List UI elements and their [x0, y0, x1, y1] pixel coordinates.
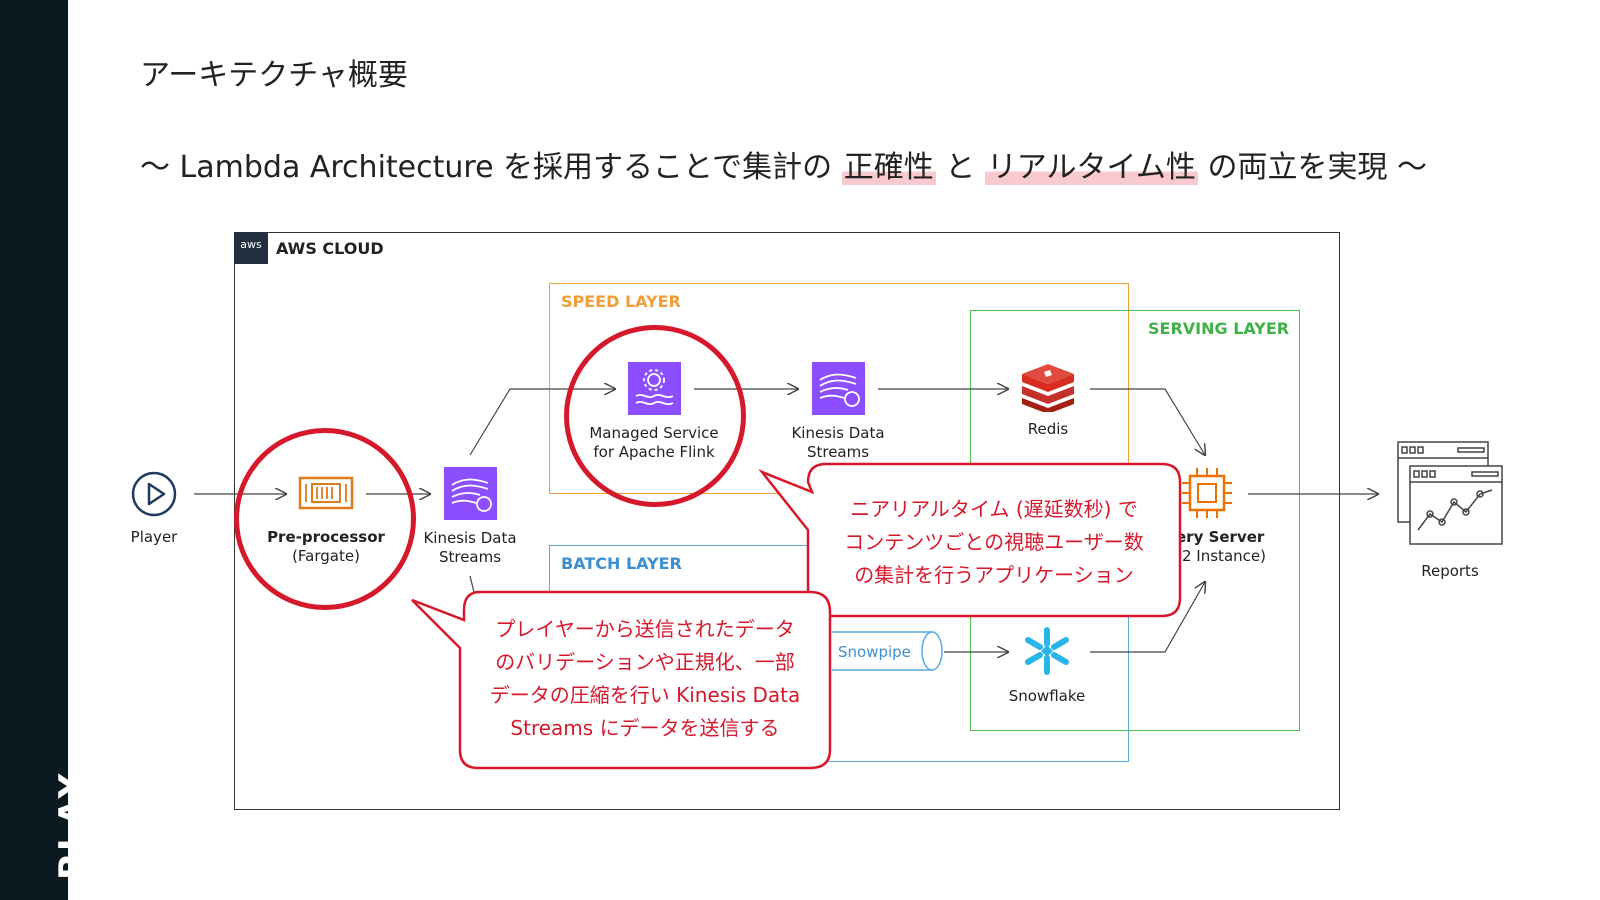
ec2-instance-icon [1182, 468, 1232, 518]
arrow-kinesis-batch [469, 575, 475, 593]
subtitle-suffix: の両立を実現 〜 [1207, 150, 1428, 185]
flink-callout-text: ニアリアルタイム (遅延数秒) で コンテンツごとの視聴ユーザー数 の集計を行う… [816, 493, 1172, 592]
serving-layer-label: SERVING LAYER [1148, 319, 1290, 338]
flink-highlight-circle [564, 325, 746, 507]
kinesis1-label-line1: Kinesis Data [423, 529, 517, 547]
subtitle-mid: と [945, 150, 976, 185]
flink-callout-line1: ニアリアルタイム (遅延数秒) で [850, 497, 1138, 521]
preprocessor-callout-line3: データの圧縮を行い Kinesis Data [489, 683, 801, 707]
arrow-redis-query [1090, 388, 1205, 455]
reports-label: Reports [1421, 562, 1479, 580]
aws-logo-icon: aws [234, 232, 268, 264]
snowpipe-icon [832, 631, 943, 671]
snowflake-icon [1025, 627, 1069, 675]
kinesis-data-streams-icon [444, 467, 497, 520]
preprocessor-callout-text: プレイヤーから送信されたデータ のバリデーションや正規化、一部 データの圧縮を行… [470, 613, 820, 745]
slide-title: アーキテクチャ概要 [140, 58, 408, 93]
speed-layer-label: SPEED LAYER [561, 292, 681, 311]
snowpipe-label: Snowpipe [838, 643, 911, 661]
preprocessor-callout-line1: プレイヤーから送信されたデータ [495, 617, 795, 641]
flink-callout-line3: の集計を行うアプリケーション [854, 563, 1134, 587]
reports-icon [1397, 441, 1503, 545]
snowflake-label: Snowflake [1008, 687, 1086, 705]
arrow-snowflake-query [1090, 582, 1205, 653]
slide-subtitle: 〜 Lambda Architecture を採用することで集計の 正確性 と … [140, 142, 1427, 186]
flink-callout-line2: コンテンツごとの視聴ユーザー数 [844, 530, 1144, 554]
redis-icon [1022, 364, 1074, 412]
kinesis2-label-line2: Streams [806, 443, 870, 461]
kinesis2-label-line1: Kinesis Data [791, 424, 885, 442]
subtitle-highlight-realtime: リアルタイム性 [984, 150, 1198, 185]
sidebar [0, 0, 68, 900]
query-server-sublabel: 2 Instance) [1182, 547, 1266, 565]
subtitle-highlight-accuracy: 正確性 [841, 150, 936, 185]
kinesis-data-streams-icon-2 [812, 362, 865, 415]
query-server-label: ery Server [1176, 528, 1265, 546]
preprocessor-callout-line4: Streams にデータを送信する [510, 716, 780, 740]
kinesis1-label-line2: Streams [438, 548, 502, 566]
redis-label: Redis [1027, 420, 1069, 438]
preprocessor-callout-bubble [411, 590, 832, 770]
subtitle-prefix: 〜 Lambda Architecture を採用することで集計の [140, 150, 833, 185]
preprocessor-callout-line2: のバリデーションや正規化、一部 [495, 650, 795, 674]
aws-cloud-label: AWS CLOUD [276, 239, 384, 258]
preprocessor-highlight-circle [234, 428, 416, 610]
play-circle-icon [131, 471, 177, 517]
batch-layer-label: BATCH LAYER [561, 554, 682, 573]
player-label: Player [130, 528, 178, 546]
